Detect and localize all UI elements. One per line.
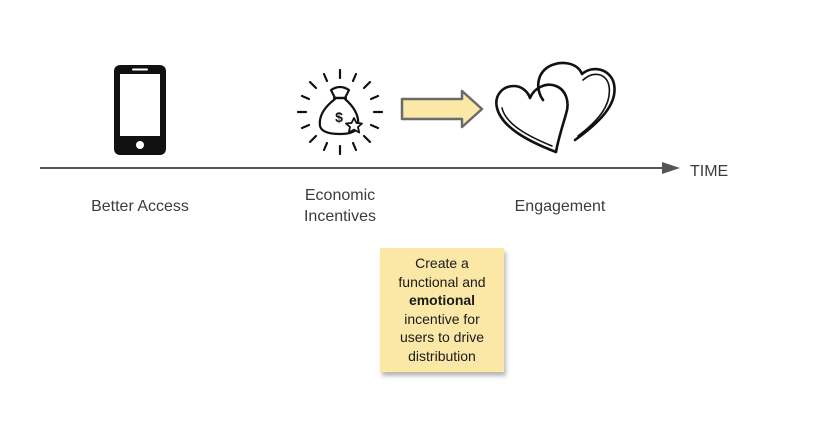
sticky-note-line: Create a [415, 255, 469, 271]
block-arrow-right-icon [400, 89, 484, 129]
sticky-note-line: distribution [408, 347, 476, 364]
arrow-right-icon [662, 162, 680, 174]
sticky-note-line: incentive for [404, 310, 480, 327]
sticky-note-line: users to drive [399, 329, 485, 345]
hearts-icon [495, 61, 616, 154]
stage-label-better-access: Better Access [91, 198, 189, 215]
sticky-note: Create a functional and emotional incent… [380, 248, 504, 372]
timeline-axis [40, 162, 680, 174]
sticky-note-line: functional and [398, 273, 486, 290]
sticky-note-line-emphasis: emotional [408, 292, 476, 308]
stage-label-engagement: Engagement [514, 198, 606, 215]
dollar-symbol: $ [335, 109, 343, 125]
money-bag-icon [296, 68, 384, 156]
smartphone-icon [114, 65, 166, 155]
stage-label-line: Economic [304, 187, 376, 204]
timeline-label: TIME [690, 163, 729, 180]
stage-label-economic-incentives: Economic Incentives [270, 185, 410, 227]
rays [296, 68, 384, 156]
stage-label-line: Incentives [303, 208, 377, 225]
